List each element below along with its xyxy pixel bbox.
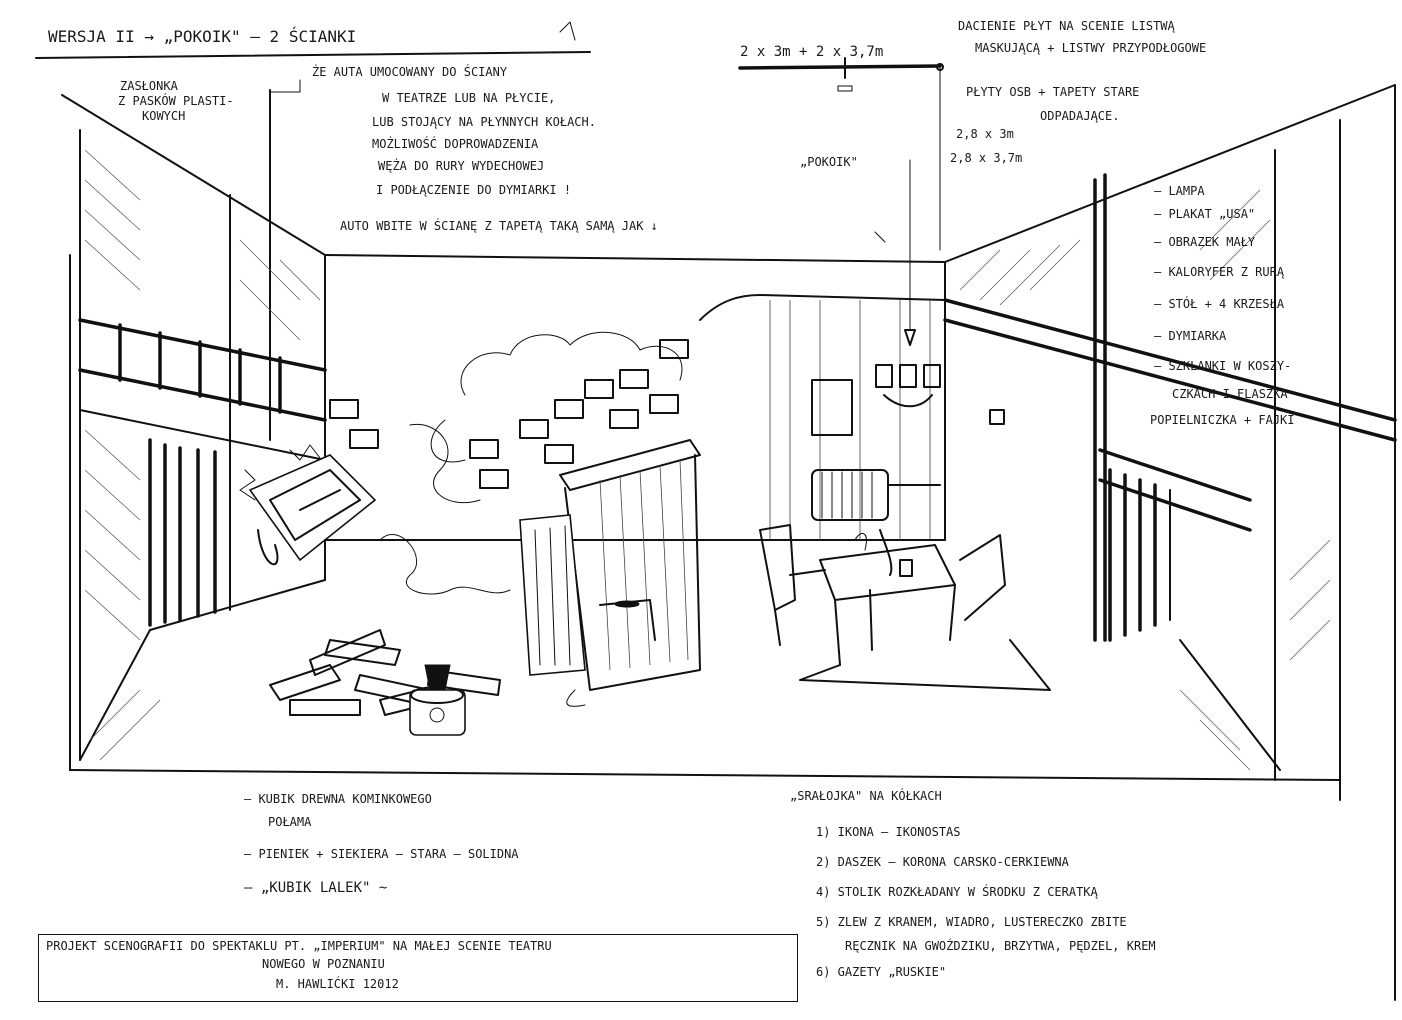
right-wall [943,84,1397,1001]
header-underline [35,51,591,59]
boards-note-2: ODPADAJĄCE. [1040,109,1120,123]
bottom-prop-1: – KUBIK DREWNA KOMINKOWEGO [244,792,432,806]
bottom-prop-4: – „KUBIK LALEK" ~ [244,880,388,896]
wagon-item-1: 1) IKONA – IKONOSTAS [816,825,961,839]
radiator [811,469,941,521]
back-wall [324,254,946,541]
footer-line-2: NOWEGO W POZNANIU [262,957,385,971]
version-title: WERSJA II → „POKOIK" – 2 ŚCIANKI [48,27,357,46]
prop-item-3: – OBRAZEK MAŁY [1154,235,1256,249]
footer-line-1: PROJEKT SCENOGRAFII DO SPEKTAKLU PT. „IM… [46,939,552,953]
wagon-item-4: 5) ZLEW Z KRANEM, WIADRO, LUSTERECZKO ZB… [816,915,1127,929]
dimensions-label: 2 x 3m + 2 x 3,7m [740,44,884,60]
chopping-block-axe [409,664,466,736]
size-label-1: 2,8 x 3m [956,127,1014,141]
bottom-prop-3: – PIENIEK + SIEKIERA – STARA – SOLIDNA [244,847,519,861]
car-note-2: W TEATRZE LUB NA PŁYCIE, [382,91,556,105]
prop-item-7: – SZKLANKI W KOSZY- [1154,359,1292,373]
car-note-1: ŻE AUTA UMOCOWANY DO ŚCIANY [312,65,508,79]
curtain-note-2: Z PASKÓW PLASTI- [118,94,234,108]
table-and-chairs [759,524,1051,691]
right-note-line-1: DACIENIE PŁYT NA SCENIE LISTWĄ [958,19,1175,33]
car-note-4: MOŻLIWOŚĆ DOPROWADZENIA [372,137,539,151]
curtain-note-1: ZASŁONKA [120,79,178,93]
wagon-title: „SRAŁOJKA" NA KÓŁKACH [790,789,942,803]
prop-item-4: – KALORYFER Z RURĄ [1154,265,1285,279]
dimension-line [738,57,944,92]
outhouse-wagon [519,439,701,707]
leader-lines [269,21,886,243]
ceiling-lamp [875,67,941,408]
room-back-wall [759,294,1005,540]
wagon-item-6: 6) GAZETY „RUSKIE" [816,965,947,979]
broken-brick-wall [329,294,761,595]
bottom-prop-2: POŁAMA [268,815,312,829]
project-info-box [38,934,798,1002]
size-label-2: 2,8 x 3,7m [950,151,1023,165]
car-note-6: I PODŁĄCZENIE DO DYMIARKI ! [376,183,572,197]
room-label: „POKOIK" [800,155,858,169]
prop-item-2: – PLAKAT „USA" [1154,207,1256,221]
prop-item-9: POPIELNICZKA + FAJKI [1150,413,1295,427]
wagon-item-5: RĘCZNIK NA GWOŹDZIKU, BRZYTWA, PĘDZEL, K… [845,939,1156,953]
car-note-3: LUB STOJĄCY NA PŁYNNYCH KOŁACH. [372,115,596,129]
car-note-5: WĘŻA DO RURY WYDECHOWEJ [378,159,545,173]
footer-signature: M. HAWLIĆKI 12012 [276,977,399,991]
prop-item-5: – STÓŁ + 4 KRZESŁA [1154,297,1285,311]
left-wall [61,89,327,771]
curtain-note-3: KOWYCH [142,109,186,123]
prop-item-8: CZKACH I FLASZKA [1172,387,1288,401]
car-wall-note: AUTO WBITE W ŚCIANĘ Z TAPETĄ TAKĄ SAMĄ J… [340,219,658,233]
car-in-wall [239,444,377,566]
stage-floor [69,629,1341,781]
prop-item-6: – DYMIARKA [1154,329,1227,343]
boards-note-1: PŁYTY OSB + TAPETY STARE [966,85,1140,99]
prop-item-1: – LAMPA [1154,184,1205,198]
wagon-item-3: 4) STOLIK ROZKŁADANY W ŚRODKU Z CERATKĄ [816,885,1098,899]
right-note-line-2: MASKUJĄCĄ + LISTWY PRZYPODŁOGOWE [975,41,1207,55]
wagon-item-2: 2) DASZEK – KORONA CARSKO-CERKIEWNA [816,855,1069,869]
